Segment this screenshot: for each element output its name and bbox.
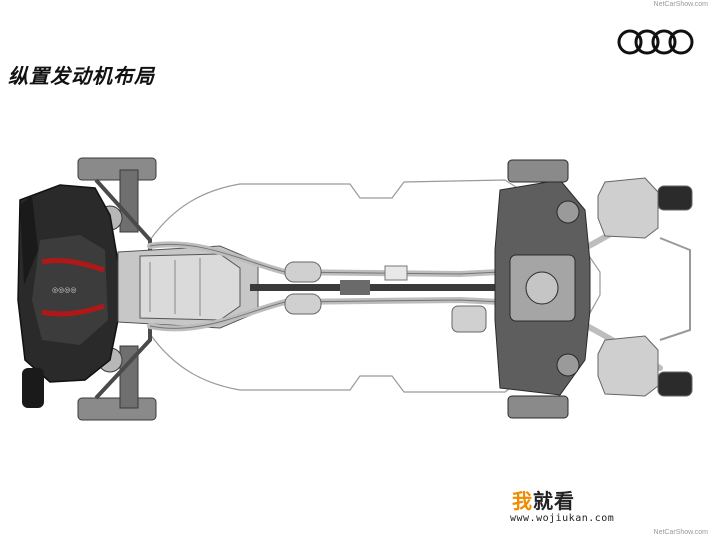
page-title: 纵置发动机布局 <box>8 64 155 88</box>
svg-text:◎◎◎◎: ◎◎◎◎ <box>52 286 76 294</box>
site-name-first: 我 <box>512 489 533 513</box>
site-name: 我就看 <box>512 485 614 514</box>
rear-axle <box>494 159 591 419</box>
catalytic-converters <box>284 261 487 333</box>
driveshaft <box>250 265 510 295</box>
site-url: www.wojiukan.com <box>510 513 615 524</box>
rear-mufflers <box>597 177 693 397</box>
site-name-rest: 就看 <box>533 489 575 513</box>
watermark-bottom: NetCarShow.com <box>653 529 708 536</box>
watermark-top: NetCarShow.com <box>653 1 708 8</box>
body-outline <box>149 179 601 393</box>
audi-four-rings-icon <box>617 29 694 55</box>
transmission <box>117 245 259 329</box>
engine: ◎◎◎◎ <box>17 184 119 408</box>
site-logo: 我就看 www.wojiukan.com <box>510 485 615 524</box>
